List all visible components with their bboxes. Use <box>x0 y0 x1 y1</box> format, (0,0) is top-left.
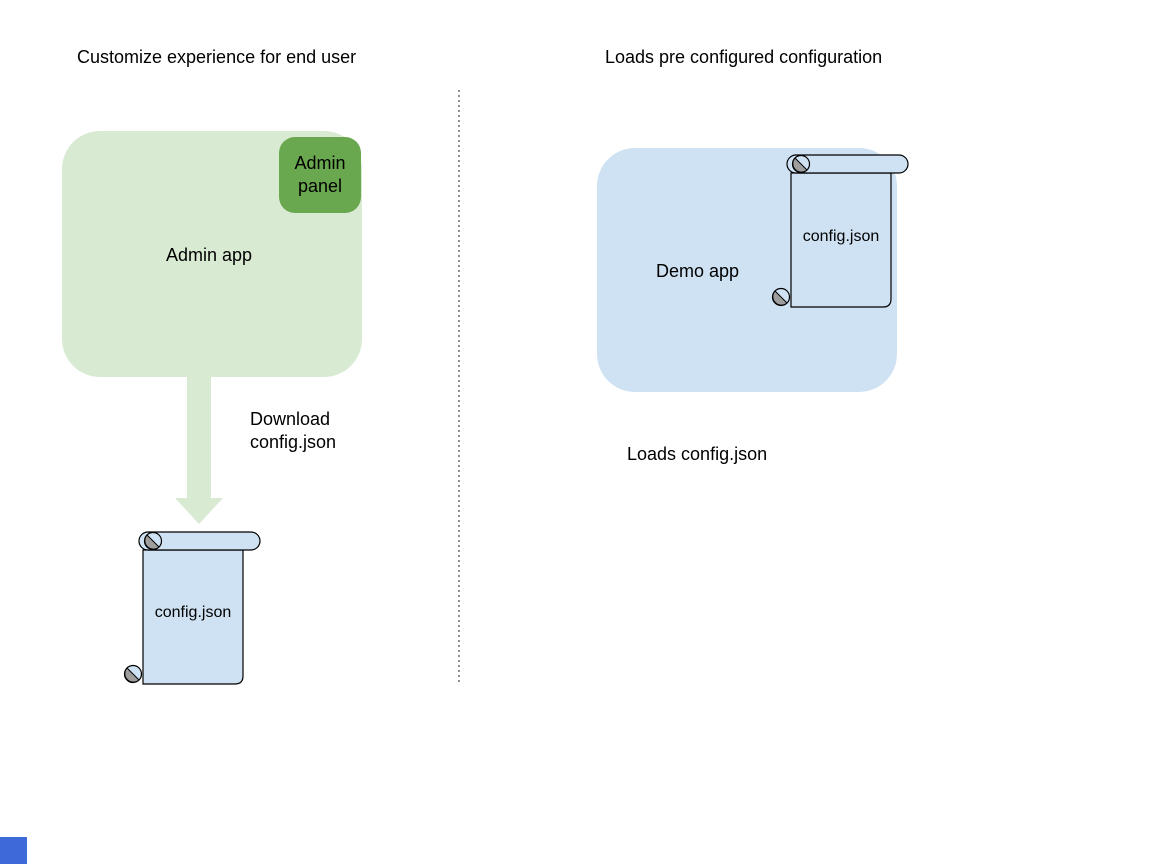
config-json-scroll-icon <box>123 531 261 685</box>
download-arrow-icon <box>175 375 223 524</box>
right-config-file-label: config.json <box>802 228 880 245</box>
section-divider <box>458 90 460 685</box>
admin-panel-label: Admin panel <box>294 153 346 196</box>
download-note: Download config.json <box>250 409 337 452</box>
loads-note: Loads config.json <box>627 444 768 464</box>
left-section-title: Customize experience for end user <box>77 47 357 67</box>
corner-marker <box>0 837 27 864</box>
config-json-scroll-icon <box>771 154 909 308</box>
admin-app-label: Admin app <box>166 245 253 265</box>
demo-app-label: Demo app <box>656 261 740 281</box>
admin-panel-badge: Admin panel <box>279 137 361 213</box>
left-config-file-label: config.json <box>154 604 232 621</box>
right-section-title: Loads pre configured configuration <box>605 47 883 67</box>
